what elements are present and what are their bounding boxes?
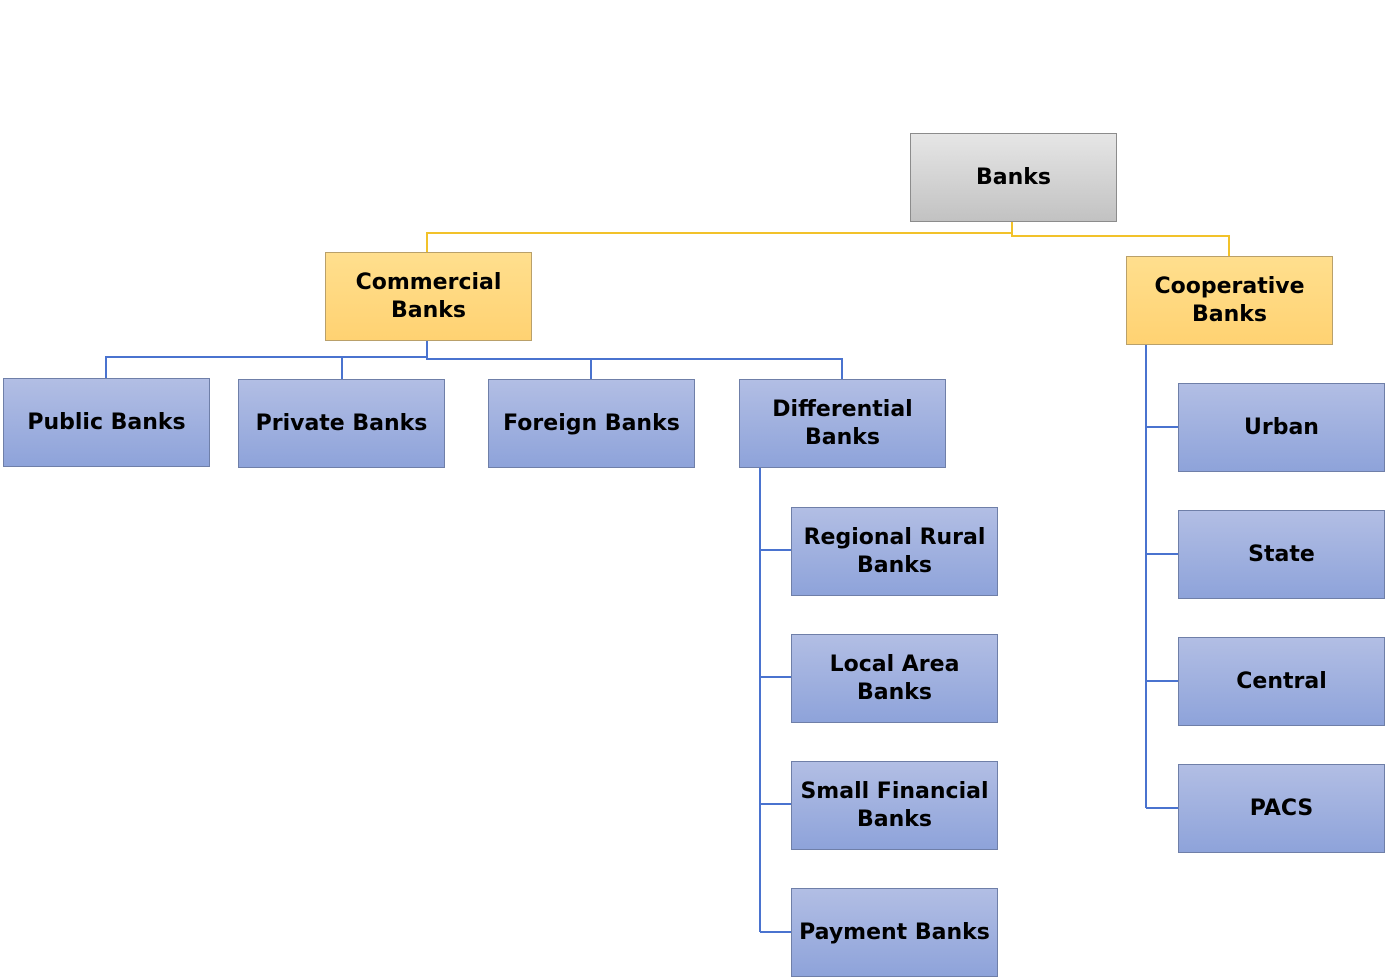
connector-commercial-private: [341, 340, 428, 379]
node-foreign-banks: Foreign Banks: [488, 379, 695, 468]
node-public-banks: Public Banks: [3, 378, 210, 467]
node-state: State: [1178, 510, 1385, 599]
node-small-financial-banks: Small Financial Banks: [791, 761, 998, 850]
node-payment-banks: Payment Banks: [791, 888, 998, 977]
connector-commercial-public: [105, 340, 428, 378]
connector-commercial-differential: [426, 340, 843, 379]
node-differential-banks: Differential Banks: [739, 379, 946, 468]
node-banks: Banks: [910, 133, 1117, 222]
node-central: Central: [1178, 637, 1385, 726]
node-cooperative-banks: Cooperative Banks: [1126, 256, 1333, 345]
node-commercial-banks: Commercial Banks: [325, 252, 532, 341]
node-local-area-banks: Local Area Banks: [791, 634, 998, 723]
node-private-banks: Private Banks: [238, 379, 445, 468]
connector-root-commercial: [426, 221, 1013, 252]
node-urban: Urban: [1178, 383, 1385, 472]
node-regional-rural-banks: Regional Rural Banks: [791, 507, 998, 596]
node-pacs: PACS: [1178, 764, 1385, 853]
connector-root-cooperative: [1011, 221, 1230, 256]
